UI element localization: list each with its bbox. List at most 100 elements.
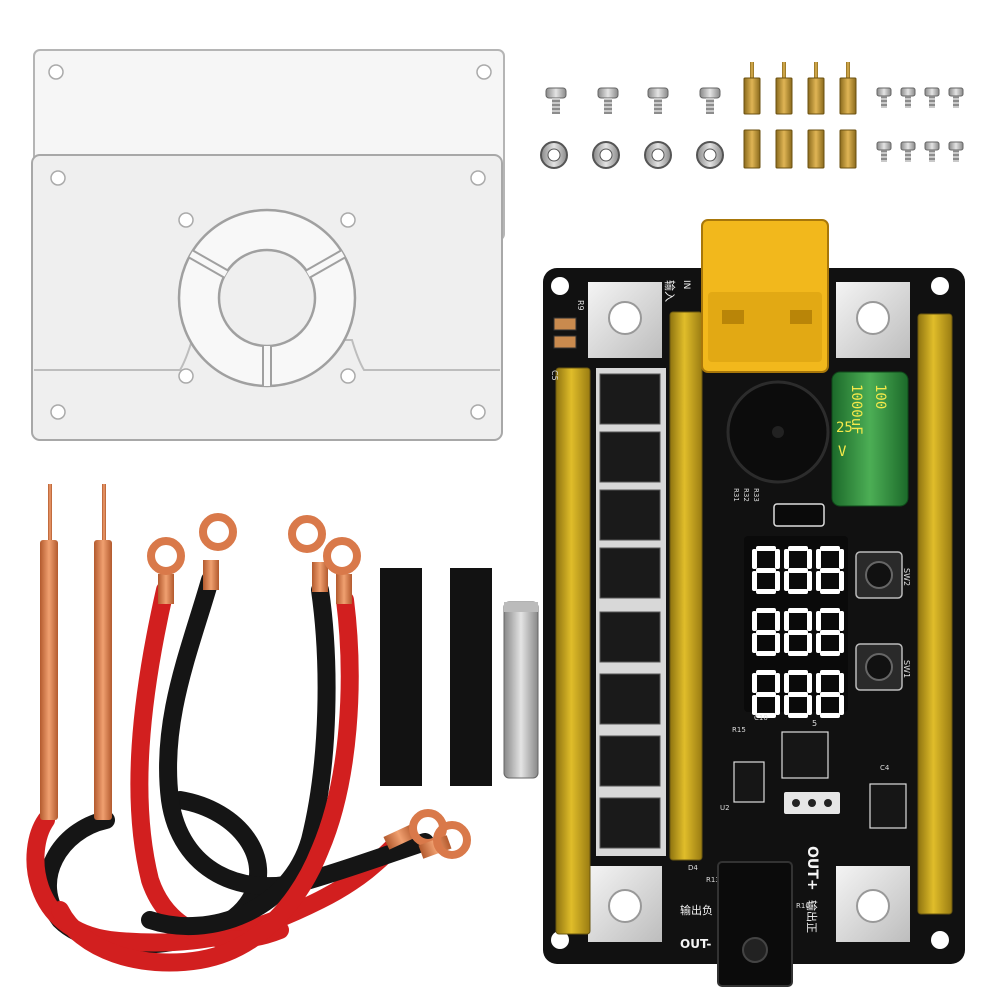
label-r33: R33 — [752, 488, 760, 502]
display-segment — [784, 611, 789, 631]
cap-value-label: 1000uF — [848, 384, 864, 435]
label-r13: R13 — [706, 876, 720, 884]
display-segment — [807, 571, 812, 591]
display-segment — [820, 670, 840, 675]
display-segment — [807, 633, 812, 653]
acrylic-cover-front — [31, 154, 503, 441]
display-segment — [816, 673, 821, 693]
ring-lugs — [147, 513, 471, 859]
output-neg-label: OUT- — [680, 937, 711, 951]
display-segment — [839, 695, 844, 715]
display-segment — [788, 651, 808, 656]
display-segment — [784, 673, 789, 693]
label-c5: C5 — [550, 370, 559, 381]
display-segment — [784, 571, 789, 591]
display-segment — [816, 549, 821, 569]
display-segment — [752, 695, 757, 715]
buzzer — [726, 380, 830, 484]
label-r31: R31 — [732, 488, 740, 502]
label-r15: R15 — [732, 726, 746, 734]
display-segment — [820, 546, 840, 551]
display-segment — [816, 571, 821, 591]
display-segment — [816, 695, 821, 715]
display-segment — [807, 611, 812, 631]
spot-welder-pcb: R9 C5 输入 IN 1000uF 100 25 V R31 R32 R33 — [0, 0, 965, 987]
label-sw2: SW2 — [902, 568, 911, 586]
cap-voltage-label: 25 — [836, 420, 853, 436]
display-segment — [820, 589, 840, 594]
output-pos-label: OUT+ — [804, 846, 820, 891]
display-segment — [788, 568, 808, 573]
display-segment — [775, 695, 780, 715]
display-segment — [816, 633, 821, 653]
display-segment — [752, 571, 757, 591]
display-segment — [788, 589, 808, 594]
display-segment — [839, 611, 844, 631]
display-segment — [756, 589, 776, 594]
display-segment — [839, 571, 844, 591]
hardware-nuts — [540, 141, 724, 169]
display-segment — [820, 608, 840, 613]
xt60-input-connector — [701, 219, 829, 373]
display-segment — [788, 692, 808, 697]
hardware-screws-row1 — [545, 87, 721, 114]
seven-segment-display — [744, 536, 848, 718]
label-r9: R9 — [576, 300, 585, 311]
display-segment — [839, 673, 844, 693]
display-segment — [775, 633, 780, 653]
display-segment — [784, 633, 789, 653]
display-segment — [756, 713, 776, 718]
cap-value-short-label: 100 — [872, 384, 888, 409]
label-c4: C4 — [880, 764, 890, 772]
display-segment — [756, 546, 776, 551]
display-segment — [820, 568, 840, 573]
display-segment — [839, 549, 844, 569]
dc-jack — [717, 861, 793, 987]
electrolytic-capacitor: 1000uF 100 25 V — [831, 371, 909, 507]
display-segment — [775, 571, 780, 591]
label-sw1: SW1 — [902, 660, 911, 678]
tactile-button-sw2[interactable] — [855, 551, 903, 599]
display-segment — [775, 611, 780, 631]
display-segment — [752, 549, 757, 569]
label-r32: R32 — [742, 488, 750, 502]
display-segment — [784, 549, 789, 569]
heat-shrink-tubes — [380, 568, 492, 786]
display-segment — [756, 692, 776, 697]
mosfet-array — [599, 373, 661, 849]
brass-standoffs — [743, 62, 857, 169]
display-segment — [756, 630, 776, 635]
nickel-strip-roll — [503, 601, 539, 779]
display-segment — [820, 651, 840, 656]
display-segment — [807, 695, 812, 715]
display-segment — [775, 549, 780, 569]
display-segment — [788, 608, 808, 613]
welding-cables — [26, 571, 434, 972]
output-pos-label-cn: 输出正 — [805, 900, 819, 933]
cap-voltage-unit: V — [838, 444, 847, 460]
tactile-button-sw1[interactable] — [855, 643, 903, 691]
display-segment — [756, 608, 776, 613]
display-segment — [756, 568, 776, 573]
display-segment — [775, 673, 780, 693]
copper-welding-pens — [40, 484, 112, 820]
display-segment — [756, 670, 776, 675]
display-digits-row1: 888 — [0, 0, 2, 1]
label-u2: U2 — [720, 804, 730, 812]
label-d4: D4 — [688, 864, 698, 872]
display-segment — [807, 549, 812, 569]
display-segment — [820, 692, 840, 697]
display-segment — [752, 633, 757, 653]
display-segment — [752, 611, 757, 631]
display-segment — [820, 630, 840, 635]
label-u: 5 — [812, 719, 817, 728]
label-r10: R10 — [796, 902, 810, 910]
display-segment — [784, 695, 789, 715]
display-segment — [788, 630, 808, 635]
display-segment — [839, 633, 844, 653]
input-label-en: IN — [681, 280, 691, 289]
label-c10: C10 — [754, 714, 768, 722]
display-segment — [788, 546, 808, 551]
input-label: 输入 — [663, 280, 677, 302]
